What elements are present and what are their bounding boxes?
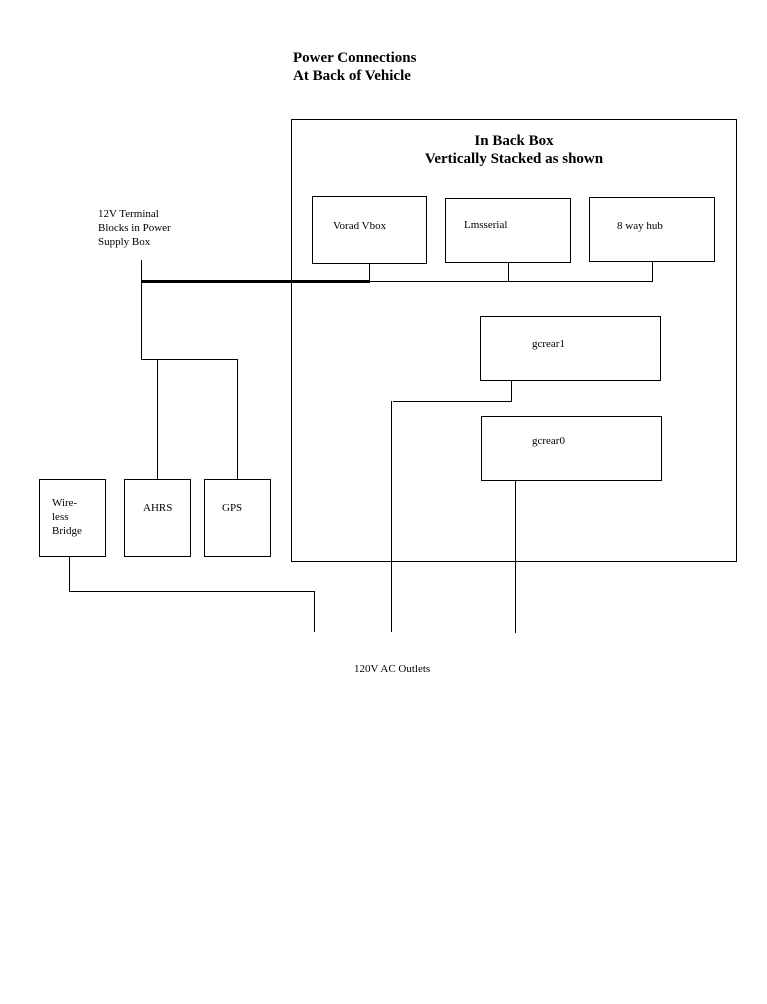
gps-power-wire [237, 359, 238, 479]
terminal-label-line1: 12V Terminal [98, 208, 159, 220]
gcrear1-label: gcrear1 [532, 338, 565, 350]
ahrs-box: AHRS [124, 479, 191, 557]
gcrear1-box: gcrear1 [480, 316, 661, 381]
gcrear0-ac-wire-outlet [515, 481, 516, 633]
back-box [291, 119, 737, 562]
ac-outlets-label: 120V AC Outlets [354, 663, 431, 675]
gcrear1-ac-wire-outlet [391, 401, 392, 632]
gcrear0-box: gcrear0 [481, 416, 662, 481]
gcrear1-ac-wire-horizontal [393, 401, 512, 402]
vorad-vbox-box: Vorad Vbox [312, 196, 427, 264]
power-bus-wire [369, 281, 653, 282]
back-box-title-line1: In Back Box [474, 133, 554, 149]
hub-label: 8 way hub [617, 220, 663, 232]
hub-power-wire [652, 262, 653, 282]
terminal-label-line2: Blocks in Power [98, 222, 171, 234]
wireless-ac-wire-horizontal [69, 591, 315, 592]
vorad-vbox-label: Vorad Vbox [333, 220, 387, 232]
hub-box: 8 way hub [589, 197, 715, 262]
wireless-label-line3: Bridge [52, 525, 82, 537]
lmsserial-label: Lmsserial [464, 219, 508, 231]
sensor-branch-wire [141, 359, 238, 360]
wireless-label-line2: less [52, 511, 69, 523]
power-bus-thick-wire [141, 280, 370, 283]
back-box-title-line2: Vertically Stacked as shown [424, 151, 604, 167]
gps-label: GPS [222, 502, 243, 514]
wireless-ac-wire-down [69, 557, 70, 591]
page-title: Power Connections At Back of Vehicle [293, 49, 416, 85]
lmsserial-power-wire [508, 263, 509, 282]
vorad-power-wire [369, 264, 370, 282]
gcrear1-ac-wire-down [511, 381, 512, 401]
terminal-label-line3: Supply Box [98, 236, 151, 248]
back-box-title: In Back Box Vertically Stacked as shown [291, 132, 737, 168]
terminal-drop-wire [141, 260, 142, 360]
wireless-ac-wire-outlet [314, 591, 315, 632]
terminal-blocks-label: 12V Terminal Blocks in Power Supply Box [98, 207, 171, 249]
wireless-bridge-label: Wire- less Bridge [52, 496, 82, 538]
wireless-bridge-box: Wire- less Bridge [39, 479, 106, 557]
ahrs-label: AHRS [143, 502, 173, 514]
ahrs-power-wire [157, 359, 158, 479]
gps-box: GPS [204, 479, 271, 557]
page-title-line1: Power Connections [293, 50, 417, 66]
wireless-label-line1: Wire- [52, 497, 78, 509]
page-title-line2: At Back of Vehicle [293, 68, 411, 84]
lmsserial-box: Lmsserial [445, 198, 571, 263]
gcrear0-label: gcrear0 [532, 435, 565, 447]
